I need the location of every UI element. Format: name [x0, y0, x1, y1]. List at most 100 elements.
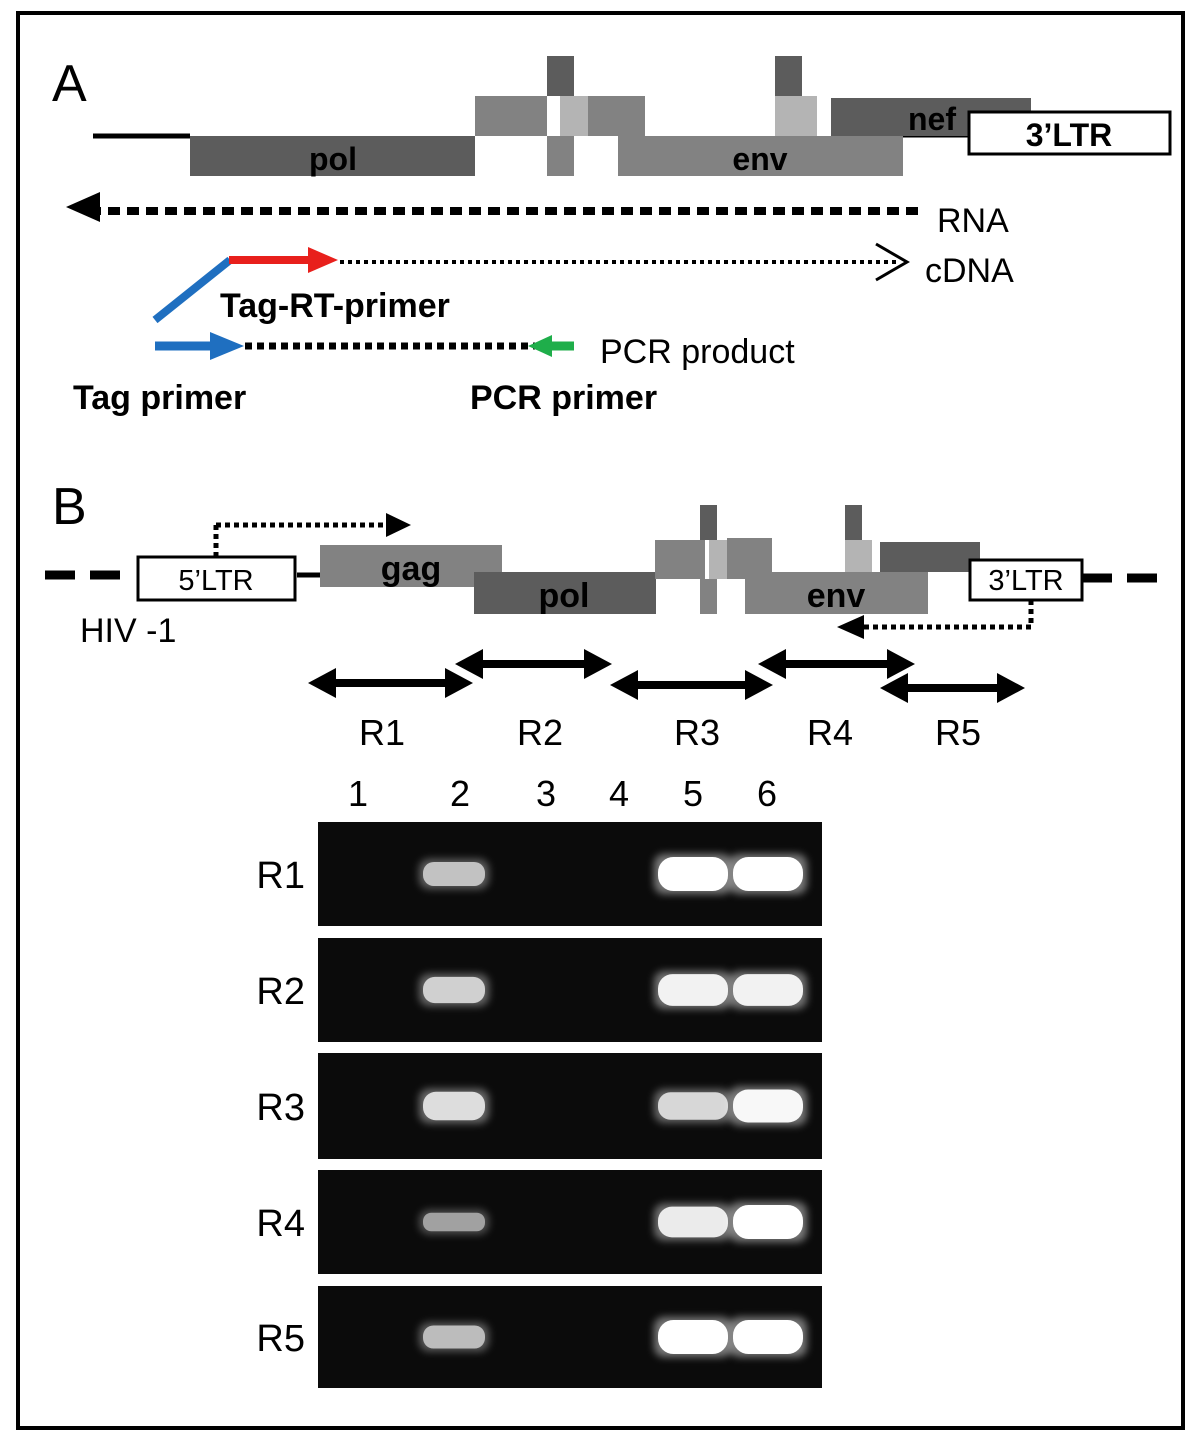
pol-block-a — [190, 136, 475, 176]
ltr3-label-a: 3’LTR — [1026, 117, 1113, 153]
region-label: R2 — [517, 712, 563, 753]
lane-number: 1 — [348, 773, 368, 814]
ltr3-box-b — [968, 558, 1084, 602]
tx-antisense-arrowhead — [837, 615, 864, 639]
genome-label: HIV -1 — [80, 612, 176, 650]
region-r5-arrow: R5 — [880, 673, 1025, 753]
rna-label: RNA — [937, 202, 1009, 240]
region-arrowhead-left — [308, 668, 336, 698]
env-label-b: env — [807, 577, 866, 615]
gel-row-r4: R4 — [256, 1170, 822, 1274]
region-arrowhead-right — [745, 670, 773, 700]
tat-exon-block — [547, 136, 574, 176]
panel-a: A pol env nef 3’LTR RNA cDNA Tag-RT-prim… — [52, 55, 1172, 417]
rev-top-block-b — [845, 505, 862, 540]
vpr-top-block-b — [700, 505, 717, 540]
gel-band — [729, 854, 807, 894]
tag-primer-arrowhead — [210, 332, 244, 360]
ltr5-label: 5’LTR — [178, 565, 253, 597]
region-r4-arrow: R4 — [758, 649, 915, 753]
region-r1-arrow: R1 — [308, 668, 473, 753]
ltr5-box — [136, 555, 297, 602]
gel-row-label: R3 — [256, 1087, 305, 1129]
rt-primer-arrowhead — [308, 247, 338, 273]
env-block-b — [745, 572, 928, 614]
gel-row-r1: R1 — [256, 822, 822, 926]
gel-row-r2: R2 — [256, 938, 822, 1042]
vif-block — [475, 96, 547, 136]
gel-band — [729, 1317, 807, 1357]
pcr-product-label: PCR product — [600, 333, 795, 371]
rev-top-block — [775, 56, 802, 96]
vpr-top-block — [547, 56, 574, 96]
gel-band — [419, 1209, 489, 1235]
gel-band — [654, 1089, 732, 1123]
region-arrowhead-left — [880, 673, 908, 703]
panel-b: B 5’LTR 3’LTR gag pol env HIV -1 — [45, 478, 1160, 753]
gel-row-label: R1 — [256, 855, 305, 897]
gel-band — [419, 858, 489, 890]
lane-number: 5 — [683, 773, 703, 814]
region-label: R5 — [935, 712, 981, 753]
lane-number: 3 — [536, 773, 556, 814]
ltr3-box-a — [967, 110, 1172, 156]
pcr-primer-label: PCR primer — [470, 379, 657, 417]
region-arrowhead-right — [445, 668, 473, 698]
cdna-open-arrowhead — [875, 242, 910, 282]
tag-segment-rt — [152, 256, 233, 324]
region-label: R1 — [359, 712, 405, 753]
gel-row-label: R4 — [256, 1203, 305, 1245]
region-arrowhead-left — [455, 649, 483, 679]
tx-sense-arrowhead — [386, 513, 411, 537]
region-arrowhead-right — [887, 649, 915, 679]
tat-exon-block-b — [700, 579, 717, 614]
rev-light-block-b — [845, 540, 872, 572]
region-label: R3 — [674, 712, 720, 753]
tag-primer-label: Tag primer — [73, 379, 246, 417]
gel-row-label: R2 — [256, 971, 305, 1013]
gel-band — [654, 1317, 732, 1357]
tat-light-block-b — [709, 540, 729, 579]
lane-number: 6 — [757, 773, 777, 814]
pol-label-b: pol — [539, 577, 590, 615]
gag-label: gag — [381, 550, 441, 588]
region-arrowhead-left — [758, 649, 786, 679]
region-arrowhead-right — [584, 649, 612, 679]
tag-rt-primer-label: Tag-RT-primer — [220, 287, 450, 325]
gel-band — [654, 971, 732, 1009]
gel-row-r3: R3 — [256, 1053, 822, 1159]
region-label: R4 — [807, 712, 853, 753]
gel-band — [729, 1086, 807, 1126]
rna-arrowhead — [66, 192, 100, 222]
panel-a-label: A — [52, 55, 87, 113]
gel-band — [419, 973, 489, 1007]
gag-block — [320, 545, 502, 587]
ltr3-label-b: 3’LTR — [988, 565, 1063, 597]
gel-band — [654, 1203, 732, 1241]
region-r3-arrow: R3 — [610, 670, 773, 753]
cdna-label: cDNA — [925, 252, 1014, 290]
gel-band — [419, 1088, 489, 1124]
nef-block-b — [880, 542, 980, 572]
panel-b-label: B — [52, 478, 87, 536]
vif-block-b — [655, 540, 705, 579]
pol-label-a: pol — [309, 141, 357, 177]
lane-number: 2 — [450, 773, 470, 814]
tat-light-block — [560, 96, 590, 136]
gel-row-label: R5 — [256, 1318, 305, 1360]
env-label-a: env — [732, 141, 787, 177]
gel-band — [729, 971, 807, 1009]
rev-light-block — [775, 96, 817, 136]
pol-block-b — [474, 572, 656, 614]
figure-frame — [16, 11, 1185, 1430]
region-r2-arrow: R2 — [455, 649, 612, 753]
gel-row-r5: R5 — [256, 1286, 822, 1388]
region-arrows: R1 R2 R3 R4 R5 — [308, 649, 1025, 753]
vpu-block — [588, 96, 645, 136]
gel-band — [654, 854, 732, 894]
lane-number: 4 — [609, 773, 629, 814]
gel-band — [419, 1322, 489, 1352]
gel-band — [729, 1202, 807, 1242]
region-arrowhead-left — [610, 670, 638, 700]
